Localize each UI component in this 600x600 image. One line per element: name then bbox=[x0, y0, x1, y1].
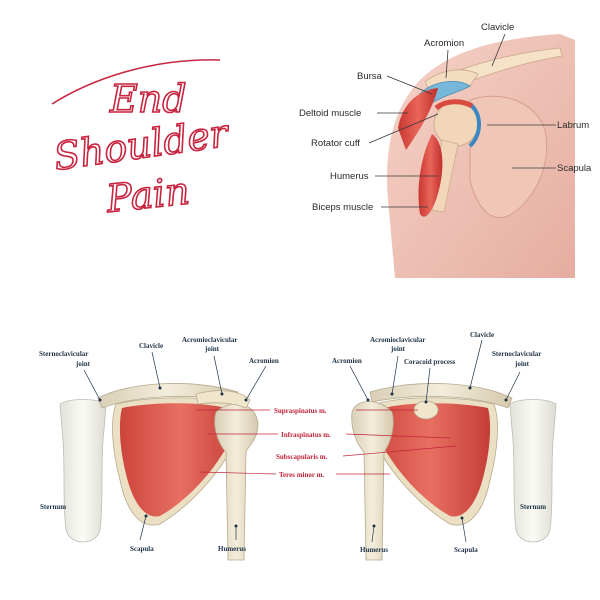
leader-rotator-cuff bbox=[368, 113, 439, 144]
acromion-left bbox=[195, 390, 251, 409]
deltoid-muscle bbox=[398, 88, 438, 150]
rotator-cuff bbox=[434, 99, 474, 111]
label-biceps: Biceps muscle bbox=[312, 202, 373, 213]
label-supraspinatus: Supraspinatus m. bbox=[274, 407, 327, 415]
humeral-head bbox=[433, 101, 479, 147]
label-rotator-cuff: Rotator cuff bbox=[311, 138, 360, 149]
label-humerus: Humerus bbox=[330, 171, 369, 182]
label-labrum: Labrum bbox=[557, 120, 589, 131]
rotator-muscles-left bbox=[119, 403, 240, 517]
label-scapula-left: Scapula bbox=[130, 545, 154, 553]
label-coracoid-right: Coracoid process bbox=[404, 358, 456, 366]
sternum-right bbox=[509, 399, 557, 543]
label-deltoid: Deltoid muscle bbox=[299, 108, 361, 119]
labrum-ring bbox=[468, 102, 481, 148]
label-sternoclavicular-left-1: Sternoclavicular bbox=[39, 350, 88, 358]
leader-acromion bbox=[445, 49, 449, 79]
title-swoosh bbox=[51, 59, 221, 105]
label-bursa: Bursa bbox=[357, 71, 383, 82]
label-humerus-left: Humerus bbox=[218, 545, 246, 553]
label-sternum-left: Sternum bbox=[40, 503, 66, 511]
label-subscapularis: Subscapularis m. bbox=[276, 453, 328, 461]
shoulder-cross-section bbox=[387, 34, 575, 278]
label-acromioclavicular-right-1: Acromioclavicular bbox=[370, 336, 425, 344]
bottom-labels: Sternoclavicular joint Clavicle Acromioc… bbox=[39, 331, 546, 554]
title-line-3: Pain bbox=[103, 168, 191, 221]
label-sternoclavicular-right-2: joint bbox=[514, 360, 530, 368]
scapula-shape bbox=[469, 95, 548, 218]
label-acromioclavicular-right-2: joint bbox=[390, 345, 406, 353]
sternum-left bbox=[59, 399, 107, 543]
clavicle-right bbox=[369, 383, 513, 409]
label-scapula-right: Scapula bbox=[454, 546, 478, 554]
label-clavicle: Clavicle bbox=[481, 22, 514, 33]
humerus-right bbox=[351, 401, 394, 561]
label-clavicle-left: Clavicle bbox=[139, 342, 163, 350]
clavicle-bone bbox=[454, 47, 563, 85]
rotator-muscles-right bbox=[370, 403, 491, 517]
label-acromioclavicular-left-2: joint bbox=[204, 345, 220, 353]
title-line-1: End bbox=[109, 77, 187, 121]
humerus-left bbox=[214, 403, 259, 561]
bottom-leaders bbox=[83, 339, 521, 543]
label-scapula: Scapula bbox=[557, 163, 592, 174]
label-sternoclavicular-right-1: Sternoclavicular bbox=[492, 350, 541, 358]
label-humerus-right: Humerus bbox=[360, 546, 388, 554]
label-acromion-right: Acromion bbox=[332, 357, 362, 365]
label-acromion-left: Acromion bbox=[249, 357, 279, 365]
label-acromion: Acromion bbox=[424, 38, 464, 49]
label-sternoclavicular-left-2: joint bbox=[75, 360, 91, 368]
label-clavicle-right: Clavicle bbox=[470, 331, 494, 339]
label-teres-minor: Teres minor m. bbox=[279, 471, 324, 479]
label-infraspinatus: Infraspinatus m. bbox=[281, 431, 331, 439]
label-sternum-right: Sternum bbox=[520, 503, 546, 511]
leader-clavicle bbox=[491, 33, 506, 67]
top-labels: Acromion Clavicle Bursa Deltoid muscle L… bbox=[299, 22, 592, 213]
leader-bursa bbox=[386, 75, 433, 95]
anterior-view bbox=[351, 383, 557, 561]
posterior-view bbox=[59, 383, 259, 561]
title-block: End Shoulder Pain bbox=[50, 59, 234, 222]
label-acromioclavicular-left-1: Acromioclavicular bbox=[182, 336, 237, 344]
biceps-muscle bbox=[418, 134, 443, 217]
